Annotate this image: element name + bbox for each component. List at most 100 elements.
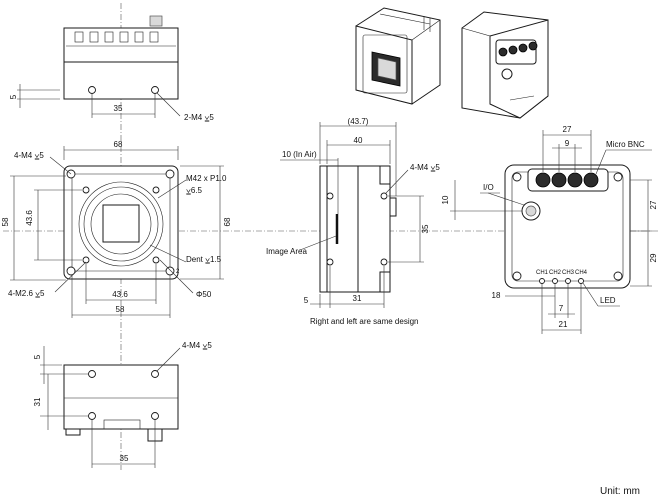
rear-view-hole-br (613, 271, 623, 281)
micro-bnc-label: Micro BNC (606, 140, 645, 149)
bottom-view-35-label: 35 (120, 454, 129, 463)
bottom-view-foot-left (65, 428, 81, 436)
side-view: (43.7) 40 10 (In Air) 4-M4 ⩣5 35 Image A… (266, 117, 440, 326)
front-view-depth-label: ⩣6.5 (186, 186, 203, 195)
bottom-view-5-label: 5 (33, 354, 42, 359)
front-view-hole-br (165, 266, 175, 276)
rear-view-7-label: 7 (559, 304, 564, 313)
rear-view-io-inner (525, 205, 537, 217)
rear-view-led-name-3: CH3 (562, 270, 575, 276)
front-view-holes-bottom-label: 4-M2.6 ⩣5 (8, 289, 45, 298)
front-view-hole-inner-br (152, 256, 160, 264)
rear-view-21-label: 21 (559, 320, 568, 329)
top-view-width-label: 35 (114, 104, 123, 113)
rear-view-led-name-2: CH2 (549, 270, 562, 276)
front-view-hole-inner-bl (82, 256, 90, 264)
side-view-holes-label: 4-M4 ⩣5 (410, 163, 440, 172)
rear-view-bnc-4 (583, 172, 599, 188)
top-view-lower-body (63, 61, 179, 100)
bottom-view-hole-tl (88, 370, 96, 378)
side-view-35-label: 35 (421, 224, 430, 233)
rear-view-27v-label: 27 (649, 200, 658, 209)
front-view-mount-ring-inner (90, 193, 152, 255)
rear-view-27-label: 27 (563, 125, 572, 134)
rear-view-led-name-1: CH1 (536, 270, 549, 276)
led-label: LED (600, 296, 616, 305)
side-view-hole-bl (326, 258, 334, 266)
front-view: 68 4-M4 ⩣5 58 43.6 68 M42 x P1.0 ⩣6.5 De… (1, 140, 232, 318)
unit-label: Unit: mm (600, 486, 640, 497)
rear-view-bnc-1 (535, 172, 551, 188)
front-view-height-right-label: 68 (223, 217, 232, 226)
front-view-outer-width-label: 58 (116, 305, 125, 314)
side-view-bottom-foot (379, 271, 391, 293)
side-view-hole-tl (326, 192, 334, 200)
front-view-dent-mark: 2 (176, 269, 180, 275)
bottom-view-slot (103, 419, 141, 430)
rear-view-18-label: 18 (492, 291, 501, 300)
top-view-holes-label: 2-M4 ⩣5 (184, 113, 214, 122)
bottom-view-31-label: 31 (33, 397, 42, 406)
top-view-hole-left (88, 86, 96, 94)
bottom-view-hole-tr (151, 370, 159, 378)
rear-view-led-4 (578, 278, 584, 284)
rear-view-bnc-3 (567, 172, 583, 188)
side-view-in-air-label: 10 (In Air) (282, 150, 317, 159)
front-view-width-label: 68 (114, 140, 123, 149)
top-view-connector-slots (66, 31, 176, 47)
side-view-31-label: 31 (353, 294, 362, 303)
side-view-front-section (326, 165, 359, 293)
side-view-image-area-label: Image Area (266, 247, 307, 256)
side-view-note: Right and left are same design (310, 317, 419, 326)
rear-view-hole-tr (613, 172, 623, 182)
bottom-view-hole-br (151, 412, 159, 420)
isometric-rear-view (461, 11, 549, 119)
rear-view-led-2 (552, 278, 558, 284)
side-view-lens-mount (319, 165, 328, 293)
front-view-diameter-label: Φ50 (196, 290, 212, 299)
rear-view-10-label: 10 (441, 195, 450, 204)
side-view-40-label: 40 (354, 136, 363, 145)
front-view-height-inner-label: 43.6 (25, 210, 34, 226)
rear-view-bnc-2 (551, 172, 567, 188)
front-view-mount-ring-outer (78, 181, 164, 267)
side-view-5-label: 5 (304, 296, 309, 305)
bottom-view: 4-M4 ⩣5 5 31 35 (33, 341, 212, 468)
rear-view-hole-bl (512, 271, 522, 281)
side-view-top-foot (379, 165, 391, 185)
front-view-inner-face (71, 173, 171, 272)
side-view-total-label: (43.7) (348, 117, 369, 126)
top-view-connector-block (149, 15, 163, 27)
front-view-dent-label: Dent ⩣1.5 (186, 255, 222, 264)
io-label: I/O (483, 183, 494, 192)
front-view-holes-top-label: 4-M4 ⩣5 (14, 151, 44, 160)
rear-view-led-name-4: CH4 (575, 270, 588, 276)
top-view: 35 5 2-M4 ⩣5 (9, 15, 214, 122)
side-view-hole-br (380, 258, 388, 266)
front-view-thread-label: M42 x P1.0 (186, 174, 227, 183)
rear-view-led-group: CH1 CH2 CH3 CH4 (536, 270, 588, 284)
front-view-mount-ring-mid (83, 186, 159, 262)
front-view-hole-tr (165, 169, 175, 179)
side-view-body (357, 165, 391, 293)
front-view-sensor-window (102, 204, 140, 243)
bottom-view-hole-bl (88, 412, 96, 420)
rear-view: CH1 CH2 CH3 CH4 27 9 Micro BNC I/O 10 (441, 125, 658, 334)
rear-view-led-1 (539, 278, 545, 284)
front-view-hole-bl (66, 266, 76, 276)
rear-view-29-label: 29 (649, 253, 658, 262)
top-view-upper-body (63, 27, 179, 63)
side-view-hole-tr (380, 192, 388, 200)
front-view-hole-inner-tr (152, 186, 160, 194)
bottom-view-holes-label: 4-M4 ⩣5 (182, 341, 212, 350)
front-view-height-outer-label: 58 (1, 217, 10, 226)
rear-view-9-label: 9 (565, 139, 570, 148)
front-view-hole-inner-tl (82, 186, 90, 194)
side-view-connector (389, 197, 397, 217)
bottom-view-body (63, 364, 179, 430)
top-view-hole-right (151, 86, 159, 94)
rear-view-body (504, 164, 631, 289)
rear-view-hole-tl (512, 172, 522, 182)
top-view-height-label: 5 (9, 94, 18, 99)
